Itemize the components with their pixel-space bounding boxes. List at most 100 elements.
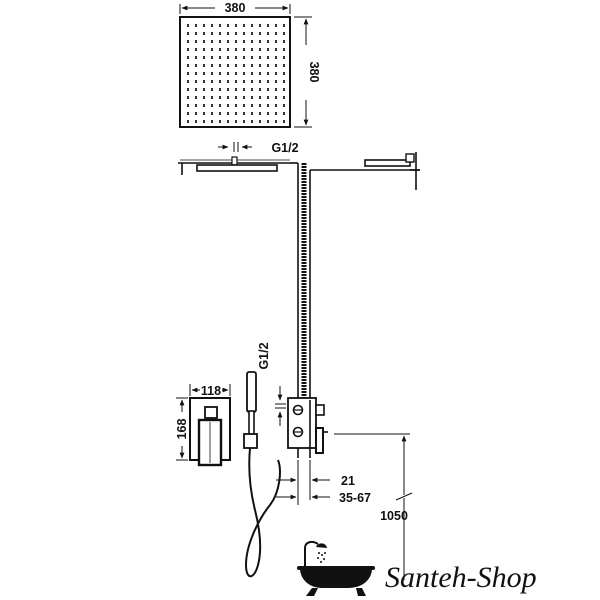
nozzle-dot	[187, 112, 189, 115]
nozzle-dot	[195, 72, 197, 75]
nozzle-dot	[219, 80, 221, 83]
nozzle-dot	[235, 80, 237, 83]
nozzle-dot	[195, 40, 197, 43]
head-depth-label: 380	[307, 62, 321, 83]
nozzle-dot	[227, 88, 229, 91]
nozzle-dot	[187, 48, 189, 51]
nozzle-dot	[267, 80, 269, 83]
nozzle-dot	[211, 112, 213, 115]
nozzle-dot	[251, 32, 253, 35]
nozzle-dot	[283, 88, 285, 91]
nozzle-dot	[235, 88, 237, 91]
nozzle-dot	[219, 24, 221, 27]
nozzle-dot	[243, 112, 245, 115]
nozzle-dot	[235, 72, 237, 75]
nozzle-dot	[267, 120, 269, 123]
nozzle-dot	[219, 56, 221, 59]
nozzle-dot	[259, 24, 261, 27]
mixer-plate-front-view	[189, 397, 231, 467]
nozzle-dot	[211, 104, 213, 107]
nozzle-dot	[227, 96, 229, 99]
nozzle-dot	[259, 104, 261, 107]
nozzle-dot	[203, 88, 205, 91]
nozzle-dot	[187, 72, 189, 75]
nozzle-dot	[195, 104, 197, 107]
nozzle-dot	[251, 64, 253, 67]
nozzle-dot	[267, 48, 269, 51]
install-height-label: 1050	[380, 509, 408, 523]
ceiling-thread-dimension: G1/2	[218, 141, 299, 155]
nozzle-dot	[251, 104, 253, 107]
nozzle-dot	[283, 112, 285, 115]
nozzle-dot	[203, 112, 205, 115]
nozzle-dot	[227, 104, 229, 107]
plate-width-dimension: 118	[189, 384, 231, 398]
nozzle-dot	[195, 120, 197, 123]
nozzle-dot	[203, 48, 205, 51]
nozzle-dot	[203, 120, 205, 123]
nozzle-dot	[259, 72, 261, 75]
nozzle-dot	[195, 32, 197, 35]
nozzle-dot	[203, 104, 205, 107]
nozzle-dot	[251, 112, 253, 115]
nozzle-dot	[235, 64, 237, 67]
nozzle-dot	[243, 120, 245, 123]
nozzle-dot	[283, 120, 285, 123]
nozzle-dot	[283, 56, 285, 59]
depth-min-label: 21	[341, 474, 355, 488]
nozzle-dot	[259, 80, 261, 83]
nozzle-dot	[259, 32, 261, 35]
nozzle-dot	[267, 56, 269, 59]
nozzle-dot	[283, 72, 285, 75]
nozzle-dot	[211, 96, 213, 99]
nozzle-dot	[275, 80, 277, 83]
nozzle-dot	[251, 96, 253, 99]
nozzle-dot	[227, 48, 229, 51]
nozzle-dot	[235, 40, 237, 43]
nozzle-dot	[259, 64, 261, 67]
nozzle-dot	[211, 32, 213, 35]
nozzle-dot	[243, 72, 245, 75]
nozzle-dot	[195, 112, 197, 115]
nozzle-dot	[187, 40, 189, 43]
bathtub-shower-icon	[297, 540, 375, 596]
nozzle-dot	[211, 80, 213, 83]
nozzle-dot	[235, 32, 237, 35]
depth-range-label: 35-67	[339, 491, 371, 505]
nozzle-dot	[235, 112, 237, 115]
head-width-label: 380	[225, 1, 246, 15]
nozzle-dot	[227, 64, 229, 67]
nozzle-dot	[251, 72, 253, 75]
nozzle-dot	[187, 80, 189, 83]
nozzle-dot	[219, 112, 221, 115]
wall-thread-label: G1/2	[257, 342, 271, 369]
nozzle-dot	[243, 56, 245, 59]
nozzle-dot	[219, 88, 221, 91]
nozzle-dot	[235, 24, 237, 27]
nozzle-dot	[283, 32, 285, 35]
nozzle-dot	[187, 104, 189, 107]
nozzle-dot	[283, 104, 285, 107]
nozzle-dot	[227, 32, 229, 35]
nozzle-dot	[203, 56, 205, 59]
nozzle-dot	[283, 96, 285, 99]
nozzle-dot	[227, 24, 229, 27]
nozzle-dot	[251, 56, 253, 59]
nozzle-dot	[211, 72, 213, 75]
nozzle-dot	[243, 64, 245, 67]
nozzle-dot	[243, 80, 245, 83]
nozzle-dot	[275, 48, 277, 51]
nozzle-dot	[275, 40, 277, 43]
nozzle-dot	[187, 56, 189, 59]
head-depth-dimension: 380	[294, 16, 321, 128]
nozzle-dot	[227, 56, 229, 59]
ceiling-thread-label: G1/2	[271, 141, 298, 155]
head-width-dimension: 380	[179, 1, 291, 15]
nozzle-dot	[267, 112, 269, 115]
nozzle-dot	[187, 120, 189, 123]
nozzle-dot	[211, 48, 213, 51]
nozzle-dot	[259, 40, 261, 43]
nozzle-dot	[275, 32, 277, 35]
nozzle-dot	[219, 64, 221, 67]
nozzle-dot	[251, 88, 253, 91]
